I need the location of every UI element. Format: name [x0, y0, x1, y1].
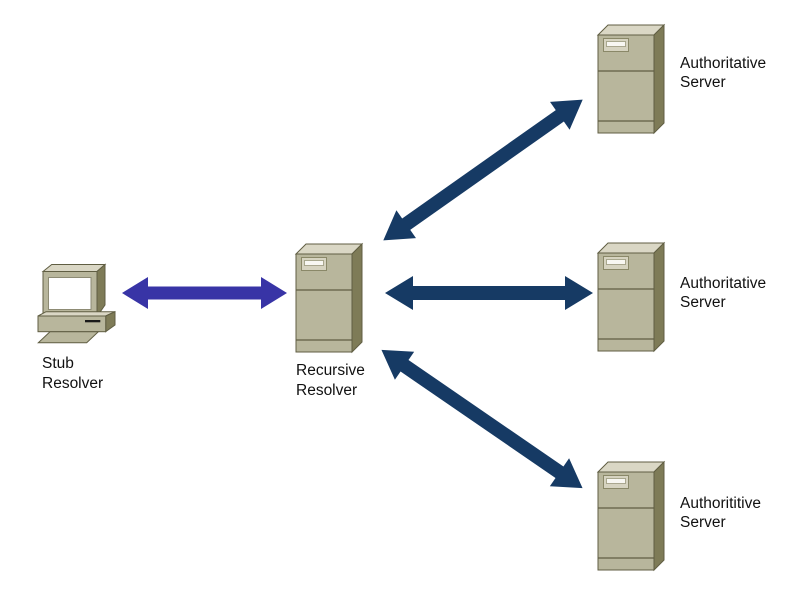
stub-resolver-label: Stub Resolver	[42, 355, 103, 392]
authoritative-server-bottom-icon	[597, 461, 665, 571]
authoritative-server-top-label-line1: Authoritative	[680, 55, 766, 72]
system-unit-top-face	[37, 311, 116, 317]
monitor-screen	[48, 277, 92, 310]
authoritative-server-top-icon	[597, 24, 665, 134]
monitor-side-face	[96, 263, 106, 319]
recursive-resolver-label-line2: Resolver	[296, 382, 357, 399]
stub-resolver-label-line1: Stub	[42, 355, 74, 372]
stub-resolver-label-line2: Resolver	[42, 375, 103, 392]
authoritative-server-middle-label: Authoritative Server	[680, 275, 766, 311]
recursive-resolver-label-line1: Recursive	[296, 362, 365, 379]
authoritative-server-bottom-label: Authorititive Server	[680, 495, 761, 531]
authoritative-server-top-label-line2: Server	[680, 74, 726, 91]
arrow-recursive-to-auth-middle	[385, 276, 593, 310]
authoritative-server-middle-label-line1: Authoritative	[680, 275, 766, 292]
arrow-recursive-to-auth-top	[383, 99, 583, 241]
authoritative-server-bottom-label-line1: Authorititive	[680, 495, 761, 512]
recursive-resolver-icon	[295, 243, 363, 353]
arrow-recursive-to-auth-bottom	[381, 349, 583, 489]
disk-drive-slot	[85, 320, 101, 323]
authoritative-server-bottom-label-line2: Server	[680, 514, 726, 531]
keyboard	[37, 331, 100, 344]
recursive-resolver-label: Recursive Resolver	[296, 362, 365, 399]
arrow-stub-to-recursive	[122, 277, 287, 309]
authoritative-server-middle-label-line2: Server	[680, 294, 726, 311]
system-unit-front	[37, 315, 107, 333]
stub-resolver-icon	[37, 263, 116, 344]
authoritative-server-top-label: Authoritative Server	[680, 55, 766, 91]
authoritative-server-middle-icon	[597, 242, 665, 352]
monitor-top-face	[41, 264, 107, 272]
